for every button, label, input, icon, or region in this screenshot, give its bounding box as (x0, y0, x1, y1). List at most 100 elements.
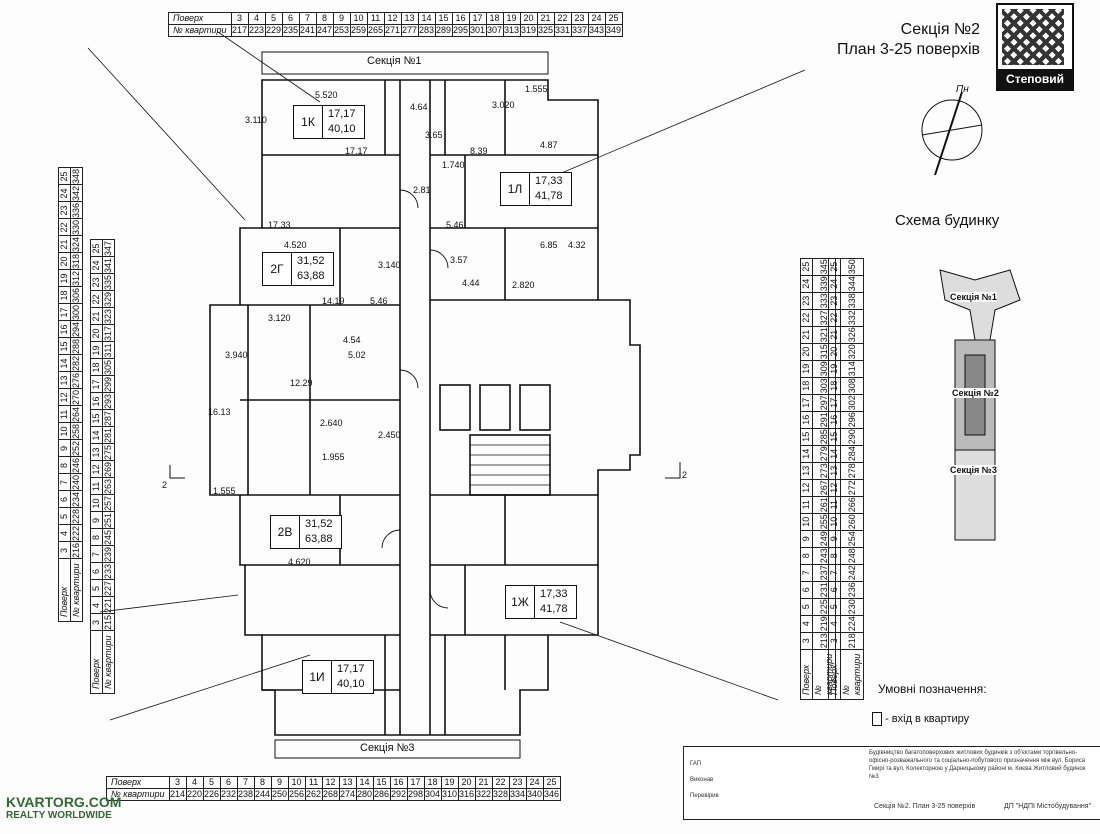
room-dimension-label: 16.13 (208, 407, 231, 417)
room-dimension-label: 17.33 (268, 220, 291, 230)
room-dimension-label: 17.17 (345, 146, 368, 156)
floor-cell: 10 (828, 513, 841, 531)
house-scheme-sketch (939, 269, 1021, 541)
apartment-number-cell: 230 (840, 598, 864, 616)
apartment-number-cell: 258 (70, 422, 83, 440)
legend-entry-text: - вхід в квартиру (885, 712, 970, 725)
floor-cell: 4 (247, 12, 266, 25)
apartment-number-cell: 256 (287, 788, 306, 801)
room-dimension-label: 4.32 (568, 240, 586, 250)
floor-cell: 5 (828, 598, 841, 616)
floor-cell: 25 (542, 776, 561, 789)
room-dimension-label: 3.020 (492, 100, 515, 110)
apartment-number-cell: 238 (236, 788, 255, 801)
apartment-number-cell: 217 (230, 24, 249, 37)
floor-cell: 19 (800, 360, 813, 378)
apartment-number-cell: 288 (70, 337, 83, 355)
floor-cell: 25 (604, 12, 623, 25)
room-dimension-label: 14.19 (322, 296, 345, 306)
apartment-number-cell: 281 (102, 426, 115, 444)
apartment-number-cell: 221 (102, 596, 115, 614)
room-dimension-label: 1.555 (213, 486, 236, 496)
apartment-number-cell: 320 (840, 343, 864, 361)
floor-cell: 9 (270, 776, 289, 789)
apartment-number-cell: 298 (406, 788, 425, 801)
floor-cell: 14 (828, 445, 841, 463)
apartment-number-cell: 222 (70, 524, 83, 542)
apartment-number-cell: 276 (70, 371, 83, 389)
apartment-header-cell: № квартири (102, 630, 115, 694)
apartment-number-cell: 233 (102, 562, 115, 580)
logo-caption: Степовий (998, 69, 1072, 89)
floor-cell: 24 (525, 776, 544, 789)
floor-cell: 21 (828, 326, 841, 344)
room-dimension-label: 6.85 (540, 240, 558, 250)
floor-cell: 14 (58, 354, 71, 372)
floor-cell: 15 (372, 776, 391, 789)
building-outline (209, 79, 641, 736)
apartment-number-cell: 282 (70, 354, 83, 372)
floor-cell: 7 (58, 473, 71, 491)
apartment-number-cell: 232 (219, 788, 238, 801)
stamp-role: ГАП (690, 761, 702, 767)
cut-mark-label: 2 (162, 480, 168, 490)
apartment-number-cell: 278 (840, 462, 864, 480)
apartment-number-cell: 325 (536, 24, 555, 37)
apartment-number-cell: 248 (840, 547, 864, 565)
floor-cell: 25 (828, 258, 841, 276)
apartment-number-cell: 338 (840, 292, 864, 310)
apartment-number-cell: 334 (508, 788, 527, 801)
room-dimension-label: 4.620 (288, 557, 311, 567)
watermark: KVARTORG.COM REALTY WORLDWIDE (6, 794, 121, 821)
floor-cell: 19 (58, 269, 71, 287)
apartment-number-cell: 257 (102, 494, 115, 512)
apartment-number-cell: 215 (102, 613, 115, 631)
room-dimension-label: 3.940 (225, 350, 248, 360)
apartment-number-cell: 268 (321, 788, 340, 801)
floor-cell: 16 (828, 411, 841, 429)
room-dimension-label: 3.120 (268, 313, 291, 323)
floor-cell: 7 (800, 564, 813, 582)
scheme-title: Схема будинку (895, 212, 1000, 229)
floor-cell: 5 (202, 776, 221, 789)
watermark-line-1: KVARTORG.COM (6, 794, 122, 810)
apartment-number-cell: 227 (102, 579, 115, 597)
apartment-number-cell: 254 (840, 530, 864, 548)
apartment-number-cell: 286 (372, 788, 391, 801)
floor-cell: 13 (800, 462, 813, 480)
floor-cell: 23 (828, 292, 841, 310)
floor-cell: 14 (417, 12, 436, 25)
floor-cell: 6 (219, 776, 238, 789)
apartment-number-cell: 228 (70, 507, 83, 525)
apartment-number-cell: 312 (70, 269, 83, 287)
floor-cell: 17 (800, 394, 813, 412)
floor-cell: 11 (828, 496, 841, 514)
floor-cell: 10 (58, 422, 71, 440)
apartment-number-cell: 253 (332, 24, 351, 37)
apartment-number-cell: 266 (840, 496, 864, 514)
room-dimension-label: 8.39 (470, 146, 488, 156)
apartment-header-cell: № квартири (168, 24, 232, 37)
room-dimension-label: 4.54 (343, 335, 361, 345)
apartment-number-cell: 264 (70, 405, 83, 423)
floor-cell: 3 (230, 12, 249, 25)
floor-cell: 19 (502, 12, 521, 25)
floor-cell: 23 (508, 776, 527, 789)
apartment-number-cell: 346 (542, 788, 561, 801)
apartment-number-cell: 341 (102, 256, 115, 274)
apartment-number-cell: 247 (315, 24, 334, 37)
floor-cell: 6 (828, 581, 841, 599)
apartment-number-cell: 265 (366, 24, 385, 37)
apartment-number-cell: 319 (519, 24, 538, 37)
floor-cell: 9 (90, 511, 103, 529)
stamp-description: Будівництво багатоповерхових житлових бу… (869, 750, 1086, 780)
apartment-number-cell: 306 (70, 286, 83, 304)
floor-cell: 6 (800, 581, 813, 599)
floor-cell: 18 (800, 377, 813, 395)
apartment-number-cell: 332 (840, 309, 864, 327)
floor-header-cell: Поверх (168, 12, 232, 25)
